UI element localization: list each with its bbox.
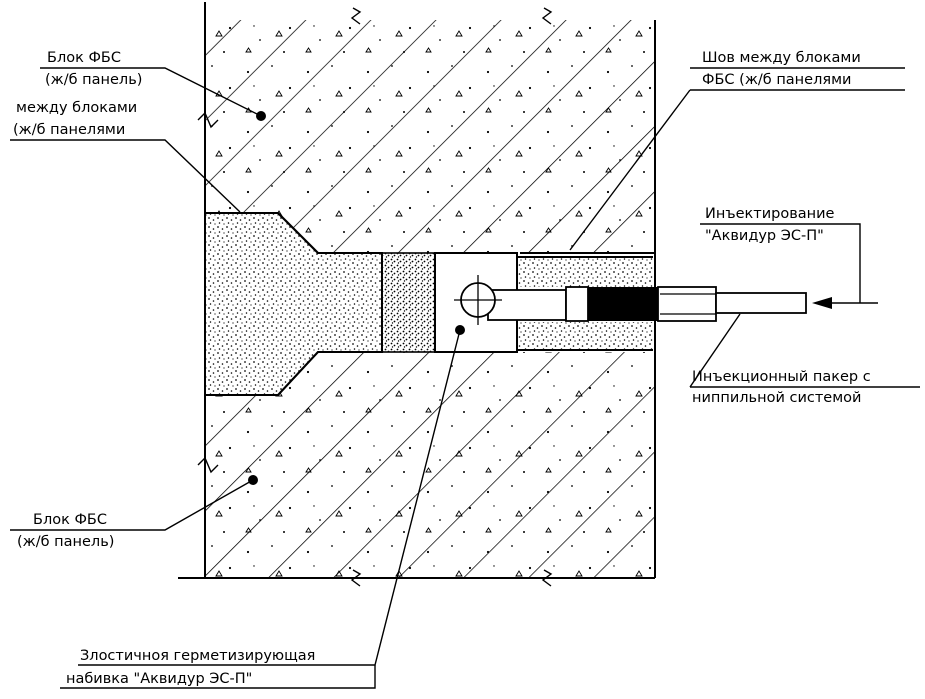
label-seam-1: Шов между блоками (702, 50, 861, 66)
label-between-1: между блоками (16, 100, 137, 116)
label-seal-2: набивка "Аквидур ЭС-П" (66, 671, 252, 687)
packer-fill-top (517, 257, 653, 287)
arrow-left-icon (812, 297, 878, 309)
label-block-bottom-1: Блок ФБС (33, 512, 107, 528)
label-packer-1: Инъекционный пакер с (692, 369, 871, 385)
label-seal-1: Злостичноя герметизирующая (80, 648, 315, 664)
label-injection-1: Инъектирование (705, 206, 835, 222)
break-marks (197, 2, 553, 587)
circle-cross-icon (454, 275, 502, 325)
label-block-bottom-2: (ж/б панель) (17, 534, 114, 550)
injection-packer (487, 286, 807, 322)
seal-fill-strip (381, 252, 436, 353)
packer-fill-bottom (517, 322, 653, 350)
label-block-top-2: (ж/б панель) (45, 72, 142, 88)
label-seam-2: ФБС (ж/б панелями (702, 72, 851, 88)
label-between-2: (ж/б панелями (13, 122, 125, 138)
label-injection-2: "Аквидур ЭС-П" (705, 228, 824, 244)
label-packer-2: ниппильной системой (692, 390, 861, 406)
label-block-top-1: Блок ФБС (47, 50, 121, 66)
